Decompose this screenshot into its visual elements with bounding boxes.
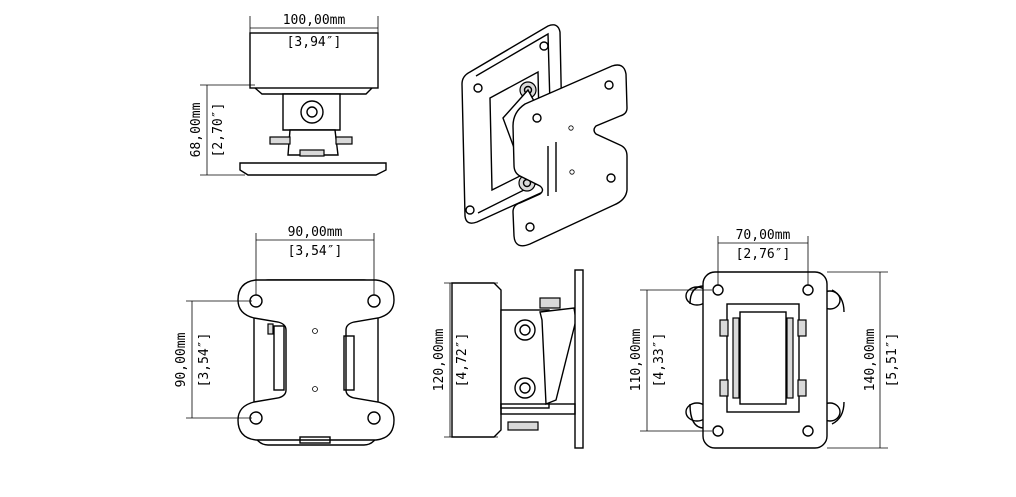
back-view-nut-br (797, 379, 807, 397)
side-bolt-lower-inner (519, 382, 531, 394)
back-outer-height-in-label: [5,51″] (885, 333, 900, 388)
iso-center-hole-1 (568, 125, 574, 131)
back-view-nut-tr (797, 319, 807, 337)
top-height-mm-label: 68,00mm (189, 102, 204, 157)
back-hole-bl (712, 425, 724, 437)
side-view-wall-plate (574, 269, 584, 449)
iso-slot (547, 142, 557, 196)
side-view-adjust-screw (507, 421, 539, 431)
front-width-in-label: [3,54″] (288, 244, 343, 259)
iso-wall-hole-tl (473, 83, 483, 93)
side-view-top-nut (539, 297, 561, 309)
isometric-view (461, 24, 628, 247)
back-view-rear-plate-outline (689, 285, 845, 429)
back-width-mm-label: 70,00mm (736, 228, 791, 243)
top-view-display-plate (239, 162, 387, 176)
top-width-mm-label: 100,00mm (283, 13, 346, 28)
back-width-in-label: [2,76″] (736, 247, 791, 262)
side-height-mm-label: 120,00mm (432, 329, 447, 392)
iso-vesa-hole-tr (604, 80, 614, 90)
front-width-mm-label: 90,00mm (288, 225, 343, 240)
side-bolt-upper-inner (519, 324, 531, 336)
front-screw-left (267, 323, 274, 335)
front-center-hole-bottom (312, 386, 318, 392)
iso-vesa-hole-br (606, 173, 616, 183)
back-view-hinge-inner (739, 311, 787, 405)
top-width-in-label: [3,94″] (287, 35, 342, 50)
top-view-pivot-bolt (300, 100, 324, 124)
top-view: 100,00mm [3,94″] 68,00mm [2,70″] (189, 13, 387, 176)
back-outer-height-mm-label: 140,00mm (863, 329, 878, 392)
back-hole-br (802, 425, 814, 437)
back-inner-height-mm-label: 110,00mm (629, 329, 644, 392)
iso-wall-hole-tr (539, 41, 549, 51)
top-height-in-label: [2,70″] (211, 103, 226, 158)
front-hole-br (367, 411, 381, 425)
top-view-tilt-screw-right (335, 136, 353, 145)
top-view-lock-block (299, 149, 325, 157)
side-bolt-lower (514, 377, 536, 399)
top-view-tilt-screw-left (269, 136, 291, 145)
front-view: 90,00mm [3,54″] 90,00mm [3,54″] (174, 225, 395, 446)
front-lock-block (299, 436, 331, 444)
front-view-display-plate (237, 279, 395, 441)
front-hinge-rail-left (273, 325, 285, 391)
side-height-in-label: [4,72″] (455, 333, 470, 388)
back-view-nut-bl (719, 379, 729, 397)
back-view-hinge-frame (726, 303, 800, 413)
back-view: 70,00mm [2,76″] 110,00mm [4,33″] 140,00m… (629, 228, 900, 449)
front-height-in-label: [3,54″] (197, 333, 212, 388)
top-view-arm (287, 129, 339, 156)
front-center-hole-top (312, 328, 318, 334)
iso-display-plate (512, 64, 628, 247)
back-view-wall-plate (702, 271, 828, 449)
side-bolt-upper (514, 319, 536, 341)
back-inner-height-in-label: [4,33″] (652, 333, 667, 388)
side-view: 120,00mm [4,72″] (432, 269, 584, 449)
back-view-rail-right (786, 317, 794, 399)
front-hinge-rail-right (343, 335, 355, 391)
top-view-plate-bevel (254, 87, 373, 95)
side-view-tilt-arm (539, 307, 577, 406)
iso-center-hole-2 (569, 169, 575, 175)
back-view-rail-left (732, 317, 740, 399)
iso-wall-hole-bl (465, 205, 475, 215)
top-view-pivot-nut (306, 106, 318, 118)
top-view-wall-plate (249, 32, 379, 89)
front-height-mm-label: 90,00mm (174, 332, 189, 387)
iso-vesa-hole-bl (525, 222, 535, 232)
back-view-nut-tl (719, 319, 729, 337)
side-view-base-bracket (500, 403, 576, 415)
iso-vesa-hole-tl (532, 113, 542, 123)
